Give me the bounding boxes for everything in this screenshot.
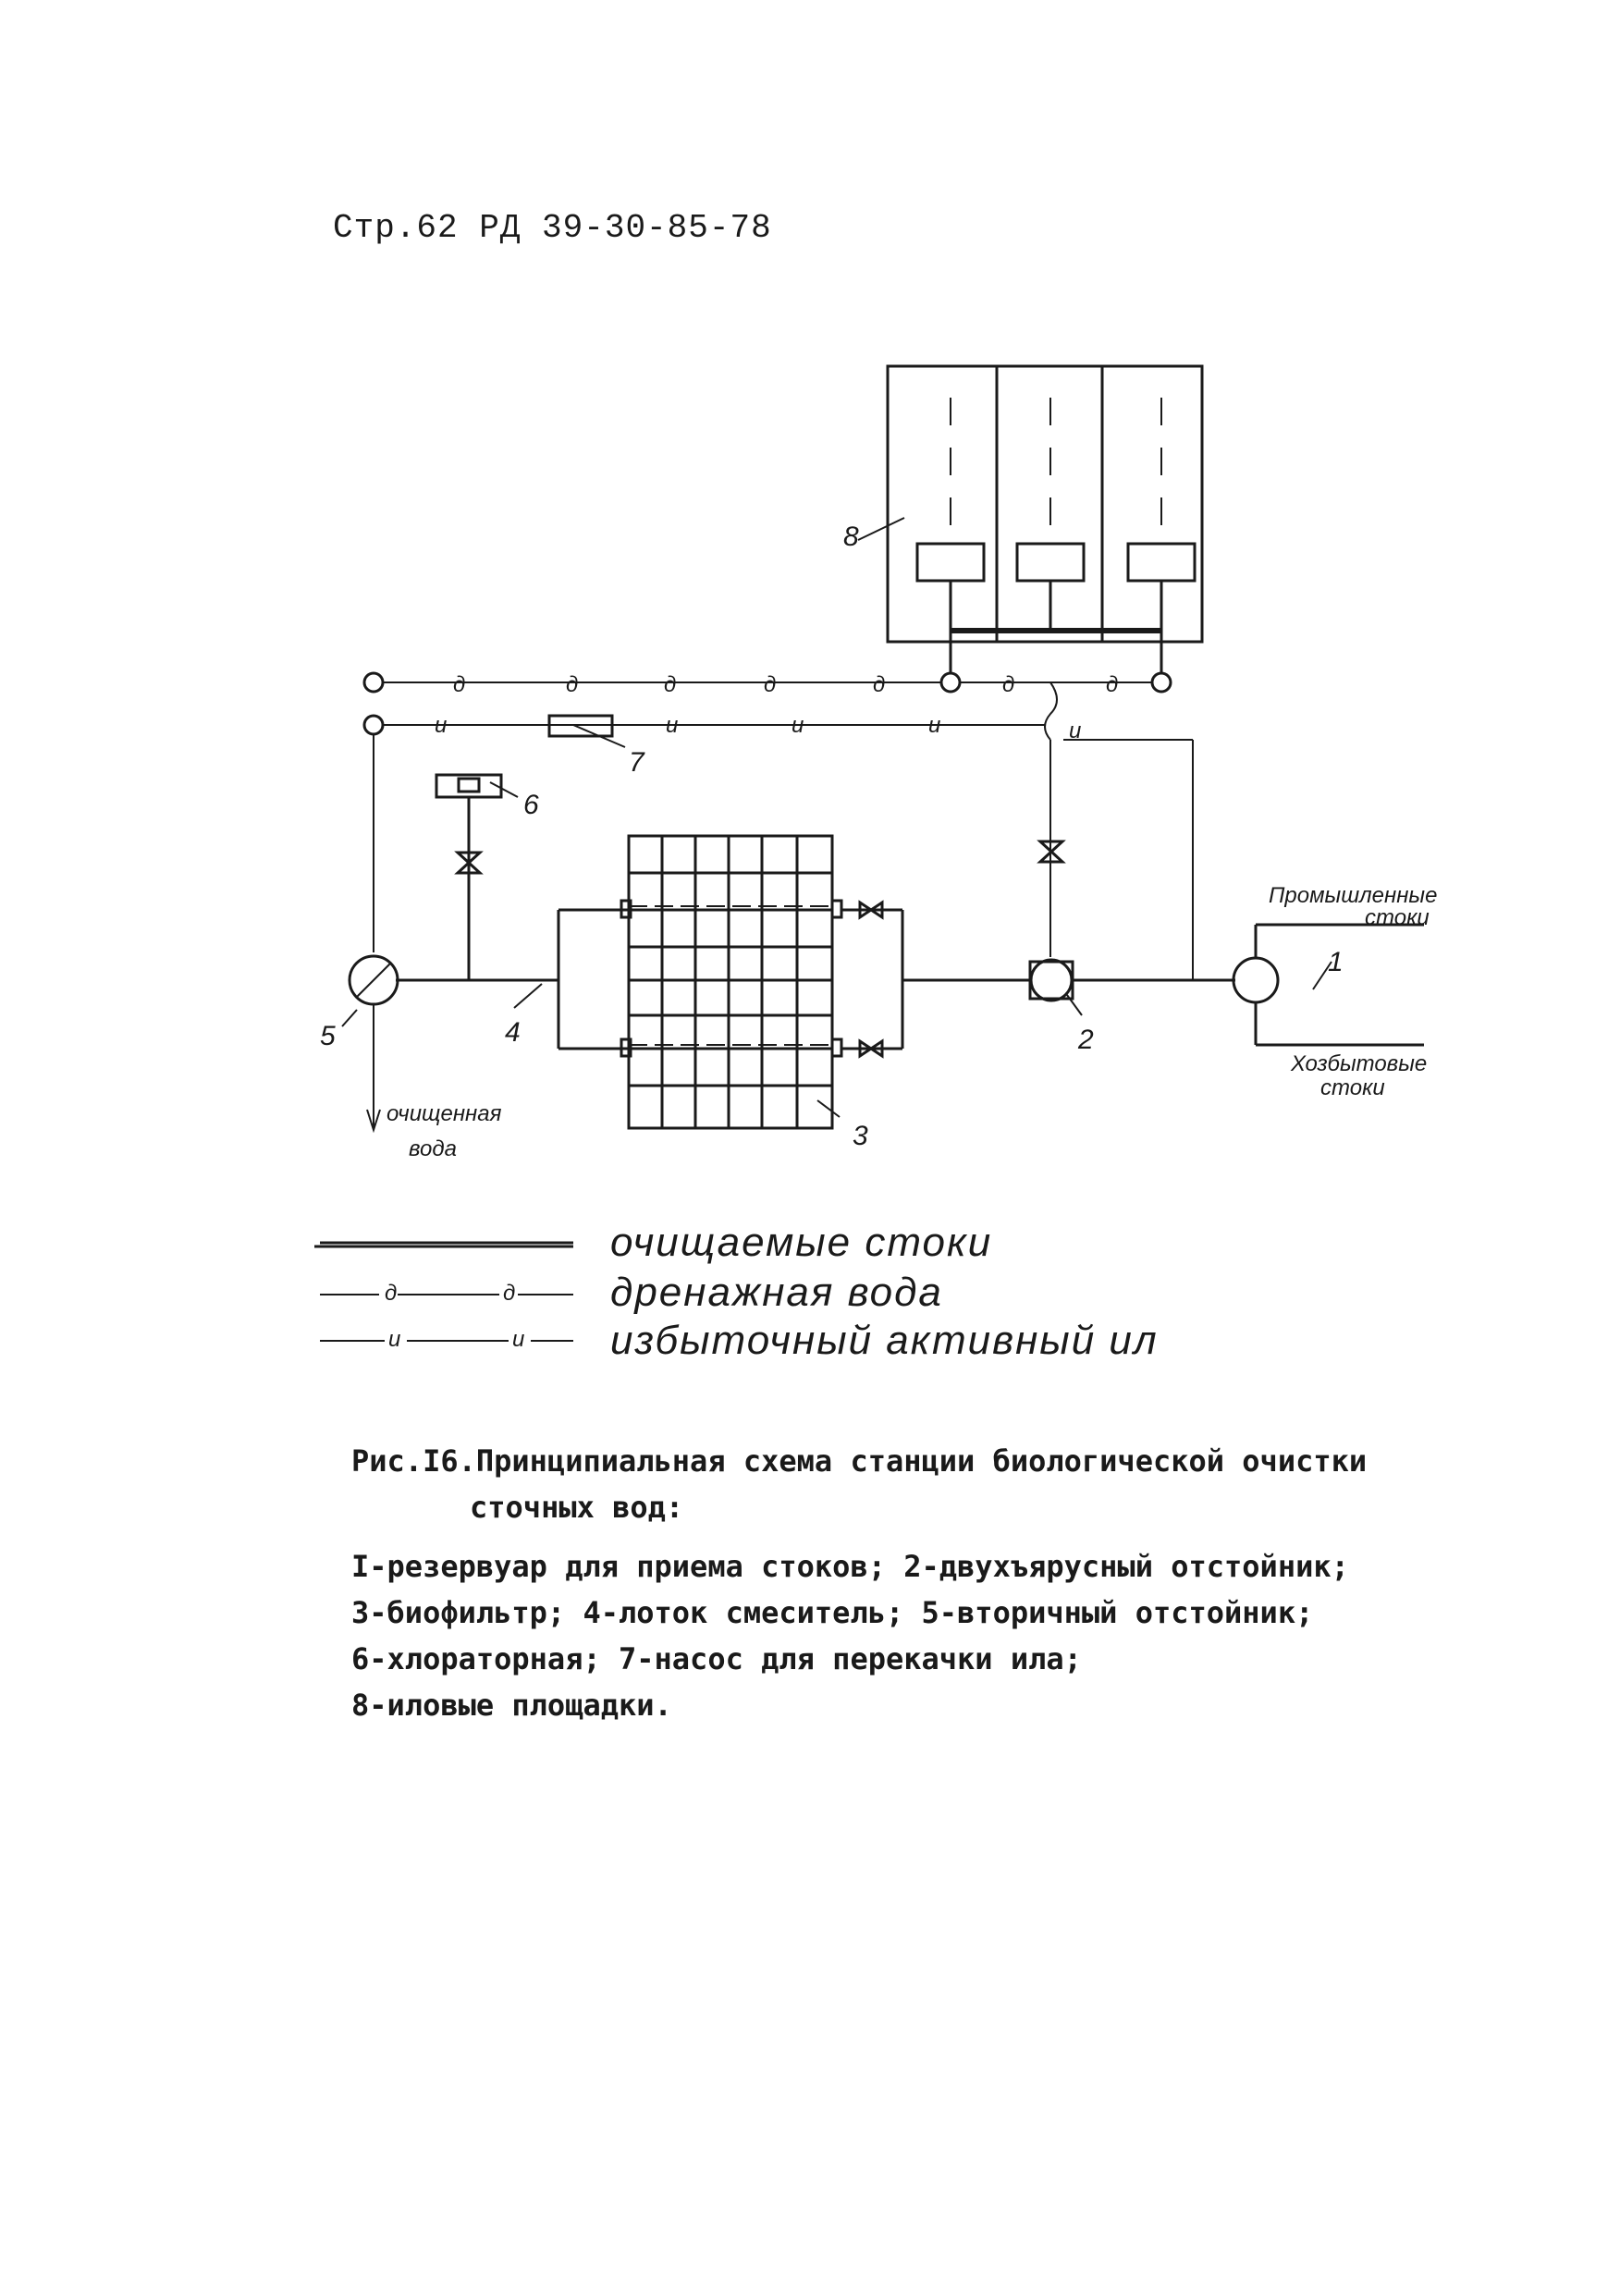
figure-caption: Рис.I6.Принципиальная схема станции биол… xyxy=(351,1438,1461,1728)
label-1: 1 xyxy=(1328,947,1344,977)
svg-text:д: д xyxy=(503,1281,515,1306)
household-label: Хозбытовые xyxy=(1290,1051,1427,1076)
svg-text:д: д xyxy=(873,672,885,697)
caption-item: 3-биофильтр; 4-лоток смеситель; 5-вторич… xyxy=(351,1595,1314,1630)
svg-text:д: д xyxy=(385,1281,397,1306)
svg-text:д: д xyxy=(453,672,465,697)
biofilter xyxy=(620,834,904,1130)
legend-item-drain: дренажная вода xyxy=(610,1270,943,1315)
caption-items: I-резервуар для приема стоков; 2-двухъяр… xyxy=(351,1543,1461,1728)
svg-text:и: и xyxy=(512,1327,524,1352)
label-5: 5 xyxy=(320,1021,336,1051)
two-tier-settler xyxy=(1028,840,1074,1002)
legend: д д и и очищаемые стоки дренажная вода и… xyxy=(320,1220,1159,1363)
legend-item-treated: очищаемые стоки xyxy=(610,1220,992,1265)
sludge-pump xyxy=(547,714,614,738)
svg-text:и: и xyxy=(1069,718,1081,743)
svg-text:и: и xyxy=(792,713,804,738)
svg-text:и: и xyxy=(388,1327,400,1352)
svg-text:д: д xyxy=(1002,672,1014,697)
sludge-beds xyxy=(886,364,1204,682)
label-7: 7 xyxy=(629,747,645,778)
legend-item-sludge: избыточный активный ил xyxy=(610,1318,1159,1363)
caption-title-line-2: сточных вод: xyxy=(470,1490,684,1525)
clean-water-label: очищенная xyxy=(387,1101,502,1126)
svg-text:д: д xyxy=(566,672,578,697)
label-3: 3 xyxy=(853,1121,868,1151)
caption-item: 6-хлораторная; 7-насос для перекачки ила… xyxy=(351,1641,1082,1676)
label-6: 6 xyxy=(523,790,539,820)
industrial-label-2: стоки xyxy=(1365,905,1430,930)
page-header: Стр.62 РД 39-30-85-78 xyxy=(333,209,772,247)
main-flow-line xyxy=(366,908,1235,1134)
svg-text:и: и xyxy=(928,713,940,738)
svg-text:д: д xyxy=(764,672,776,697)
label-4: 4 xyxy=(505,1017,521,1048)
treatment-scheme-diagram: д д д д д д д и и и и и 8 7 6 4 5 3 2 1 … xyxy=(314,364,1437,1248)
chlorinator xyxy=(435,773,503,980)
industrial-label: Промышленные xyxy=(1269,883,1437,908)
line-code-labels: д д д д д д д и и и и и xyxy=(435,672,1118,743)
household-label-2: стоки xyxy=(1320,1075,1385,1100)
svg-text:и: и xyxy=(666,713,678,738)
caption-title-line-1: Рис.I6.Принципиальная схема станции биол… xyxy=(351,1443,1368,1479)
svg-text:и: и xyxy=(435,713,447,738)
receiving-reservoir xyxy=(1232,923,1424,1047)
caption-item: I-резервуар для приема стоков; 2-двухъяр… xyxy=(351,1549,1349,1584)
drain-water-line xyxy=(362,671,1172,694)
excess-sludge-line xyxy=(362,681,1194,980)
secondary-settler xyxy=(348,954,399,1006)
svg-text:д: д xyxy=(664,672,676,697)
label-8: 8 xyxy=(843,522,859,552)
caption-item: 8-иловые площадки. xyxy=(351,1688,672,1723)
svg-text:д: д xyxy=(1106,672,1118,697)
label-2: 2 xyxy=(1077,1025,1094,1055)
clean-water-label-2: вода xyxy=(409,1136,457,1161)
